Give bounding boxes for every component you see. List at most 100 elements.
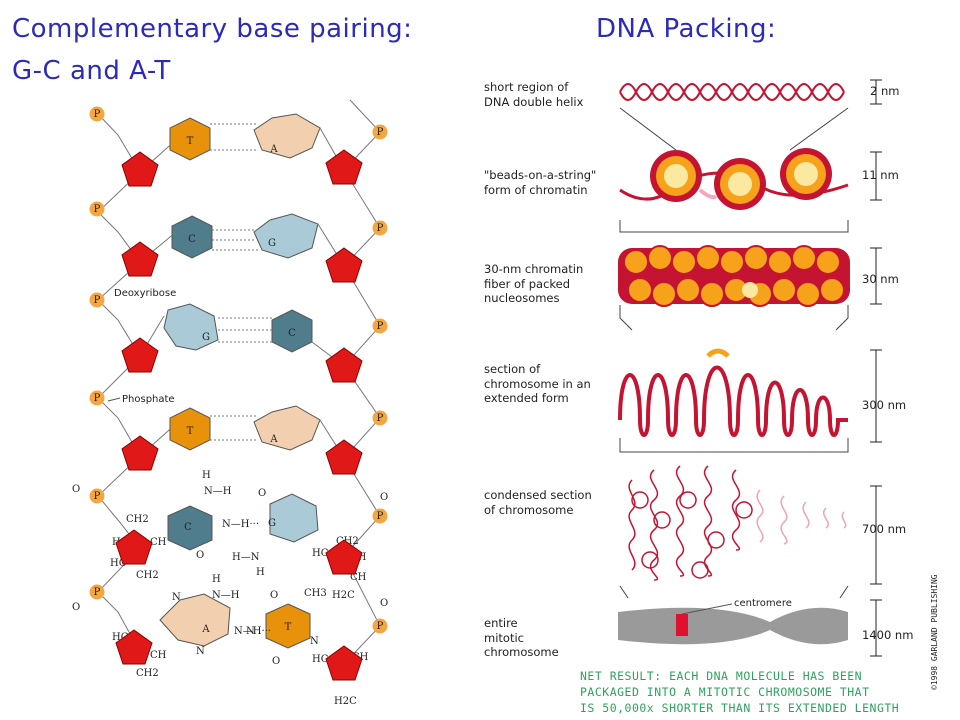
stage-label-mitotic: entire mitotic chromosome	[484, 616, 604, 660]
atom-label: HC	[312, 548, 329, 559]
phosphate-circle	[89, 584, 105, 600]
atom-label: N—H···	[234, 626, 271, 637]
atom-label: CH	[150, 650, 167, 661]
scaffold-segment	[706, 348, 730, 358]
stage-label-double-helix: short region of DNA double helix	[484, 80, 604, 109]
atom-label: CH	[350, 572, 367, 583]
phosphate-letter: P	[377, 321, 384, 332]
scale-label: 11 nm	[862, 168, 899, 182]
base-C	[167, 505, 213, 551]
phosphate-letter: P	[94, 393, 101, 404]
extended-chromosome-loops	[618, 365, 848, 437]
note-line: PACKAGED INTO A MITOTIC CHROMOSOME THAT	[580, 685, 870, 699]
deoxyribose-sugar	[325, 539, 363, 575]
phosphate-label: Phosphate	[122, 394, 175, 405]
base-letter: A	[201, 624, 210, 635]
atom-label: H	[202, 470, 211, 481]
stage-label-line: section of	[484, 362, 541, 376]
stage-label-condensed: condensed section of chromosome	[484, 488, 604, 517]
atom-label: CH2	[136, 570, 159, 581]
atom-label: HC	[110, 558, 127, 569]
phosphate-letter: P	[377, 511, 384, 522]
stage-label-line: extended form	[484, 391, 569, 405]
scale-label: 30 nm	[862, 272, 899, 286]
atom-label: O	[270, 590, 278, 601]
base-A	[253, 405, 321, 451]
stage-label-line: short region of	[484, 80, 569, 94]
phosphate-circle	[372, 124, 388, 140]
base-letter: C	[184, 522, 192, 533]
base-letter: G	[268, 238, 276, 249]
atom-label: O	[258, 488, 266, 499]
centromere-label: centromere	[734, 598, 792, 609]
phosphate-letter: P	[94, 109, 101, 120]
phosphate-circle	[89, 292, 105, 308]
base-A	[253, 113, 321, 159]
scale-label: 700 nm	[862, 522, 907, 536]
deoxyribose-sugar	[325, 149, 363, 185]
detailed-base-pairs: C G H N—H O N—H··· O H—N H A T H N—H O C…	[72, 470, 388, 707]
phosphate-circle	[372, 318, 388, 334]
stage-label-line: nucleosomes	[484, 291, 560, 305]
atom-label: HC	[312, 654, 329, 665]
atom-label: H	[212, 574, 221, 585]
atom-label: O	[72, 602, 80, 613]
atom-label: O	[380, 598, 388, 609]
deoxyribose-sugar	[121, 337, 159, 373]
phosphate-circle	[89, 201, 105, 217]
phosphate-circle	[372, 508, 388, 524]
atom-label: N—H	[204, 486, 232, 497]
title-dna-packing: DNA Packing:	[596, 14, 777, 44]
atom-label: CH2	[126, 514, 149, 525]
phosphate-letter: P	[377, 413, 384, 424]
base-pair-t-a: T A	[139, 113, 345, 173]
deoxyribose-label: Deoxyribose	[114, 288, 176, 299]
stage-label-beads: "beads-on-a-string" form of chromatin	[484, 168, 604, 197]
atom-label: H	[256, 567, 265, 578]
note-line: IS 50,000x SHORTER THAN ITS EXTENDED LEN…	[580, 701, 900, 715]
stage-label-line: condensed section	[484, 488, 592, 502]
scale-label: 1400 nm	[862, 628, 914, 642]
atom-label: H2C	[332, 590, 355, 601]
phosphate-circle	[372, 410, 388, 426]
stage-connectors	[619, 107, 849, 599]
phosphate-circle	[89, 106, 105, 122]
stage-label-fiber: 30-nm chromatin fiber of packed nucleoso…	[484, 262, 604, 306]
stage-label-line: entire	[484, 616, 518, 630]
condensed-section	[628, 465, 753, 581]
copyright-notice: ©1998 GARLAND PUBLISHING	[930, 574, 939, 690]
phosphate-letter: P	[377, 223, 384, 234]
base-letter: T	[187, 136, 194, 147]
deoxyribose-sugar	[325, 247, 363, 283]
base-pair-c-g: C G	[139, 213, 345, 267]
phosphate-letter: P	[377, 621, 384, 632]
base-A	[159, 593, 231, 647]
phosphate-letters: P P P P P P P P P P P P	[94, 109, 384, 632]
atom-label: CH2	[136, 668, 159, 679]
deoxyribose-sugar	[115, 529, 153, 565]
base-T	[265, 603, 311, 649]
base-letter: G	[202, 332, 210, 343]
atom-label: O	[72, 484, 80, 495]
base-letter: C	[288, 328, 296, 339]
stage-label-line: chromosome in an	[484, 376, 591, 391]
mitotic-chromosome: centromere	[618, 598, 848, 645]
deoxyribose-sugar	[121, 435, 159, 471]
stage-label-line: "beads-on-a-string"	[484, 168, 597, 182]
deoxyribose-sugar	[121, 241, 159, 277]
base-letter: C	[188, 234, 196, 245]
base-pair-g-c: G C	[139, 303, 345, 367]
deoxyribose-sugar	[325, 645, 363, 681]
phosphate-letter: P	[94, 587, 101, 598]
centromere-marker	[676, 614, 688, 636]
base-letter: T	[187, 426, 194, 437]
stage-label-line: mitotic	[484, 630, 524, 645]
deoxyribose-sugar	[325, 347, 363, 383]
phosphate-circle	[89, 390, 105, 406]
base-T	[169, 407, 211, 451]
base-C	[271, 309, 313, 353]
title-base-pairing: Complementary base pairing:	[12, 14, 413, 44]
atom-label: CH3	[304, 588, 327, 599]
stage-label-extended: section of chromosome in an extended for…	[484, 362, 604, 406]
note-line: NET RESULT: EACH DNA MOLECULE HAS BEEN	[580, 669, 863, 683]
